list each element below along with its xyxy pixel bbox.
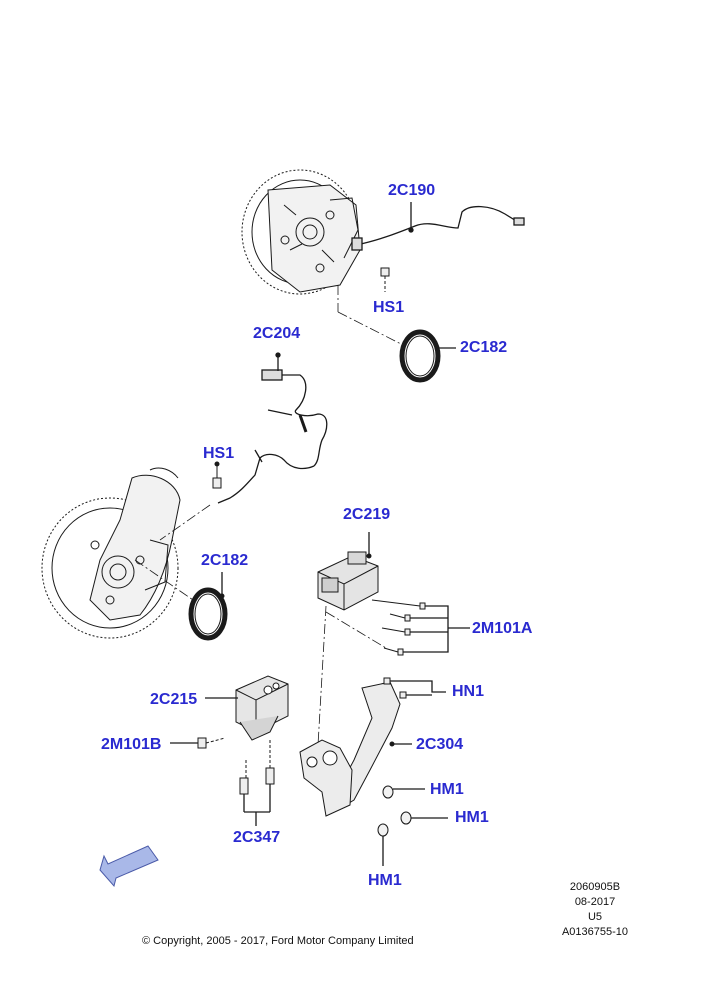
orientation-arrow-icon bbox=[99, 845, 159, 888]
reference-variant: U5 bbox=[587, 911, 603, 923]
hydraulic-unit-2c215 bbox=[205, 675, 289, 741]
callout-hn1: HN1 bbox=[452, 683, 485, 700]
callout-2c347: 2C347 bbox=[233, 829, 281, 846]
bracket-2c304 bbox=[299, 681, 412, 817]
bolt-2m101b bbox=[170, 737, 226, 749]
callout-hs1-top: HS1 bbox=[373, 299, 405, 316]
rear-wheel-hub-illustration bbox=[241, 169, 361, 295]
callout-2c182-left: 2C182 bbox=[201, 552, 249, 569]
front-wheel-hub-illustration bbox=[41, 467, 181, 639]
callout-2c204: 2C204 bbox=[253, 325, 301, 342]
reference-id: A0136755-10 bbox=[561, 926, 629, 938]
callout-2c219: 2C219 bbox=[343, 506, 391, 523]
callout-hm1-b: HM1 bbox=[455, 809, 489, 826]
callout-2c304: 2C304 bbox=[416, 736, 464, 753]
tone-ring-2c182-left bbox=[188, 572, 228, 641]
diagram-reference-block: 2060905B 08-2017 U5 A0136755-10 bbox=[560, 880, 630, 940]
reference-date: 08-2017 bbox=[574, 896, 616, 908]
callout-2m101b: 2M101B bbox=[101, 736, 162, 753]
wheel-speed-sensor-2c190 bbox=[351, 202, 525, 251]
wheel-speed-sensor-2c204 bbox=[217, 352, 328, 504]
callout-2c215: 2C215 bbox=[150, 691, 198, 708]
bolts-2m101a bbox=[371, 599, 470, 656]
assembly-guide-lines-module bbox=[317, 605, 387, 746]
reference-code: 2060905B bbox=[569, 881, 621, 893]
bolt-hs1-left bbox=[212, 461, 222, 489]
assembly-guide-lines-top bbox=[337, 285, 406, 347]
callout-hm1-c: HM1 bbox=[368, 872, 402, 889]
control-module-2c219 bbox=[317, 532, 379, 611]
callout-hm1-a: HM1 bbox=[430, 781, 464, 798]
nuts-hn1 bbox=[383, 677, 446, 699]
copyright-notice: © Copyright, 2005 - 2017, Ford Motor Com… bbox=[142, 935, 414, 947]
assembly-guide-lines-left bbox=[134, 504, 211, 603]
tone-ring-2c182-top bbox=[399, 329, 456, 383]
callout-2m101a: 2M101A bbox=[472, 620, 533, 637]
callout-hs1-left: HS1 bbox=[203, 445, 235, 462]
callout-2c190: 2C190 bbox=[388, 182, 436, 199]
bolt-hs1-top bbox=[380, 267, 390, 292]
callout-2c182-top: 2C182 bbox=[460, 339, 508, 356]
washers-hm1 bbox=[377, 785, 448, 866]
fittings-2c347 bbox=[239, 740, 275, 826]
